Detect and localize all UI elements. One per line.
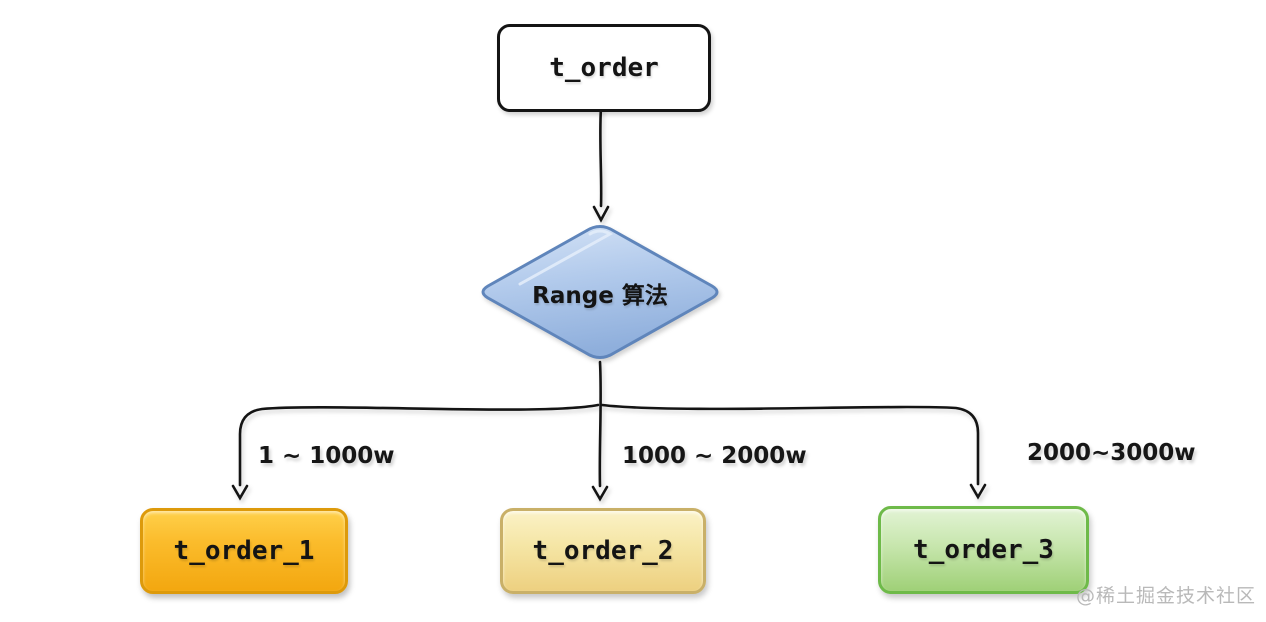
node-t-order-3: t_order_3 (878, 506, 1089, 594)
node-t-order-1-label: t_order_1 (173, 536, 315, 566)
arrow-root-to-decision (592, 105, 610, 223)
node-t-order-1: t_order_1 (140, 508, 348, 594)
branch-connectors (231, 360, 987, 502)
branch-range-label-3: 2000~3000w (1027, 440, 1196, 466)
decision-diamond-shape (481, 225, 719, 359)
node-t-order: t_order (497, 24, 711, 112)
decision-node-label: Range 算法 (532, 283, 668, 309)
node-t-order-2-label: t_order_2 (532, 536, 674, 566)
node-t-order-3-label: t_order_3 (913, 535, 1054, 565)
node-t-order-2: t_order_2 (500, 508, 706, 594)
branch-range-label-2: 1000 ~ 2000w (622, 443, 807, 469)
watermark-text: @稀土掘金技术社区 (1075, 585, 1256, 607)
node-t-order-label: t_order (549, 53, 659, 83)
branch-range-label-1: 1 ~ 1000w (258, 443, 395, 469)
